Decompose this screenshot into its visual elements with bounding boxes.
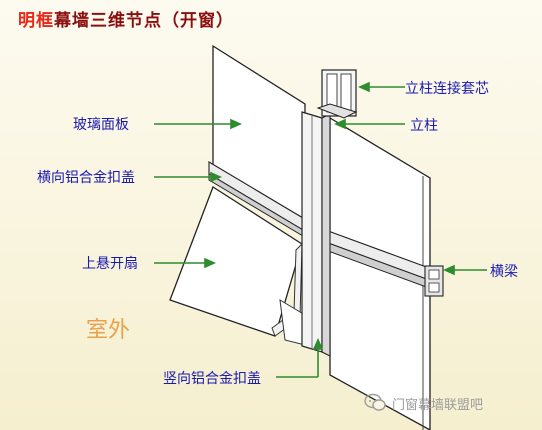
label-outdoor: 室外 xyxy=(86,318,131,343)
label-top-hung-sash: 上悬开扇 xyxy=(82,256,138,272)
title-highlight: 明框 xyxy=(18,11,54,31)
leader-lines xyxy=(154,81,487,378)
chat-bubble-icon xyxy=(364,393,386,411)
label-transom-cover: 横向铝合金扣盖 xyxy=(37,170,135,186)
label-glass-panel: 玻璃面板 xyxy=(73,117,129,133)
leader-glass-panel xyxy=(154,118,242,130)
leader-transom-cover xyxy=(154,171,222,183)
page-title: 明框幕墙三维节点（开窗） xyxy=(18,6,234,31)
leader-vertical-cover xyxy=(276,338,324,378)
glass-panel-lower xyxy=(279,299,306,346)
label-mullion: 立柱 xyxy=(410,118,438,134)
leader-mullion xyxy=(334,118,405,130)
label-vertical-cover: 竖向铝合金扣盖 xyxy=(163,371,261,387)
label-mullion-sleeve: 立柱连接套芯 xyxy=(405,81,489,97)
label-transom: 横梁 xyxy=(490,264,518,280)
leader-transom xyxy=(443,264,487,276)
leader-mullion-sleeve xyxy=(358,81,405,93)
mullion xyxy=(301,111,331,357)
title-rest: 幕墙三维节点（开窗） xyxy=(54,11,234,31)
mullion-sleeve xyxy=(316,69,358,119)
transom-end-profile xyxy=(424,265,444,297)
watermark-text: 门窗幕墙联盟吧 xyxy=(392,397,484,413)
watermark: 门窗幕墙联盟吧 xyxy=(364,393,483,413)
leader-top-hung-sash xyxy=(154,257,216,269)
